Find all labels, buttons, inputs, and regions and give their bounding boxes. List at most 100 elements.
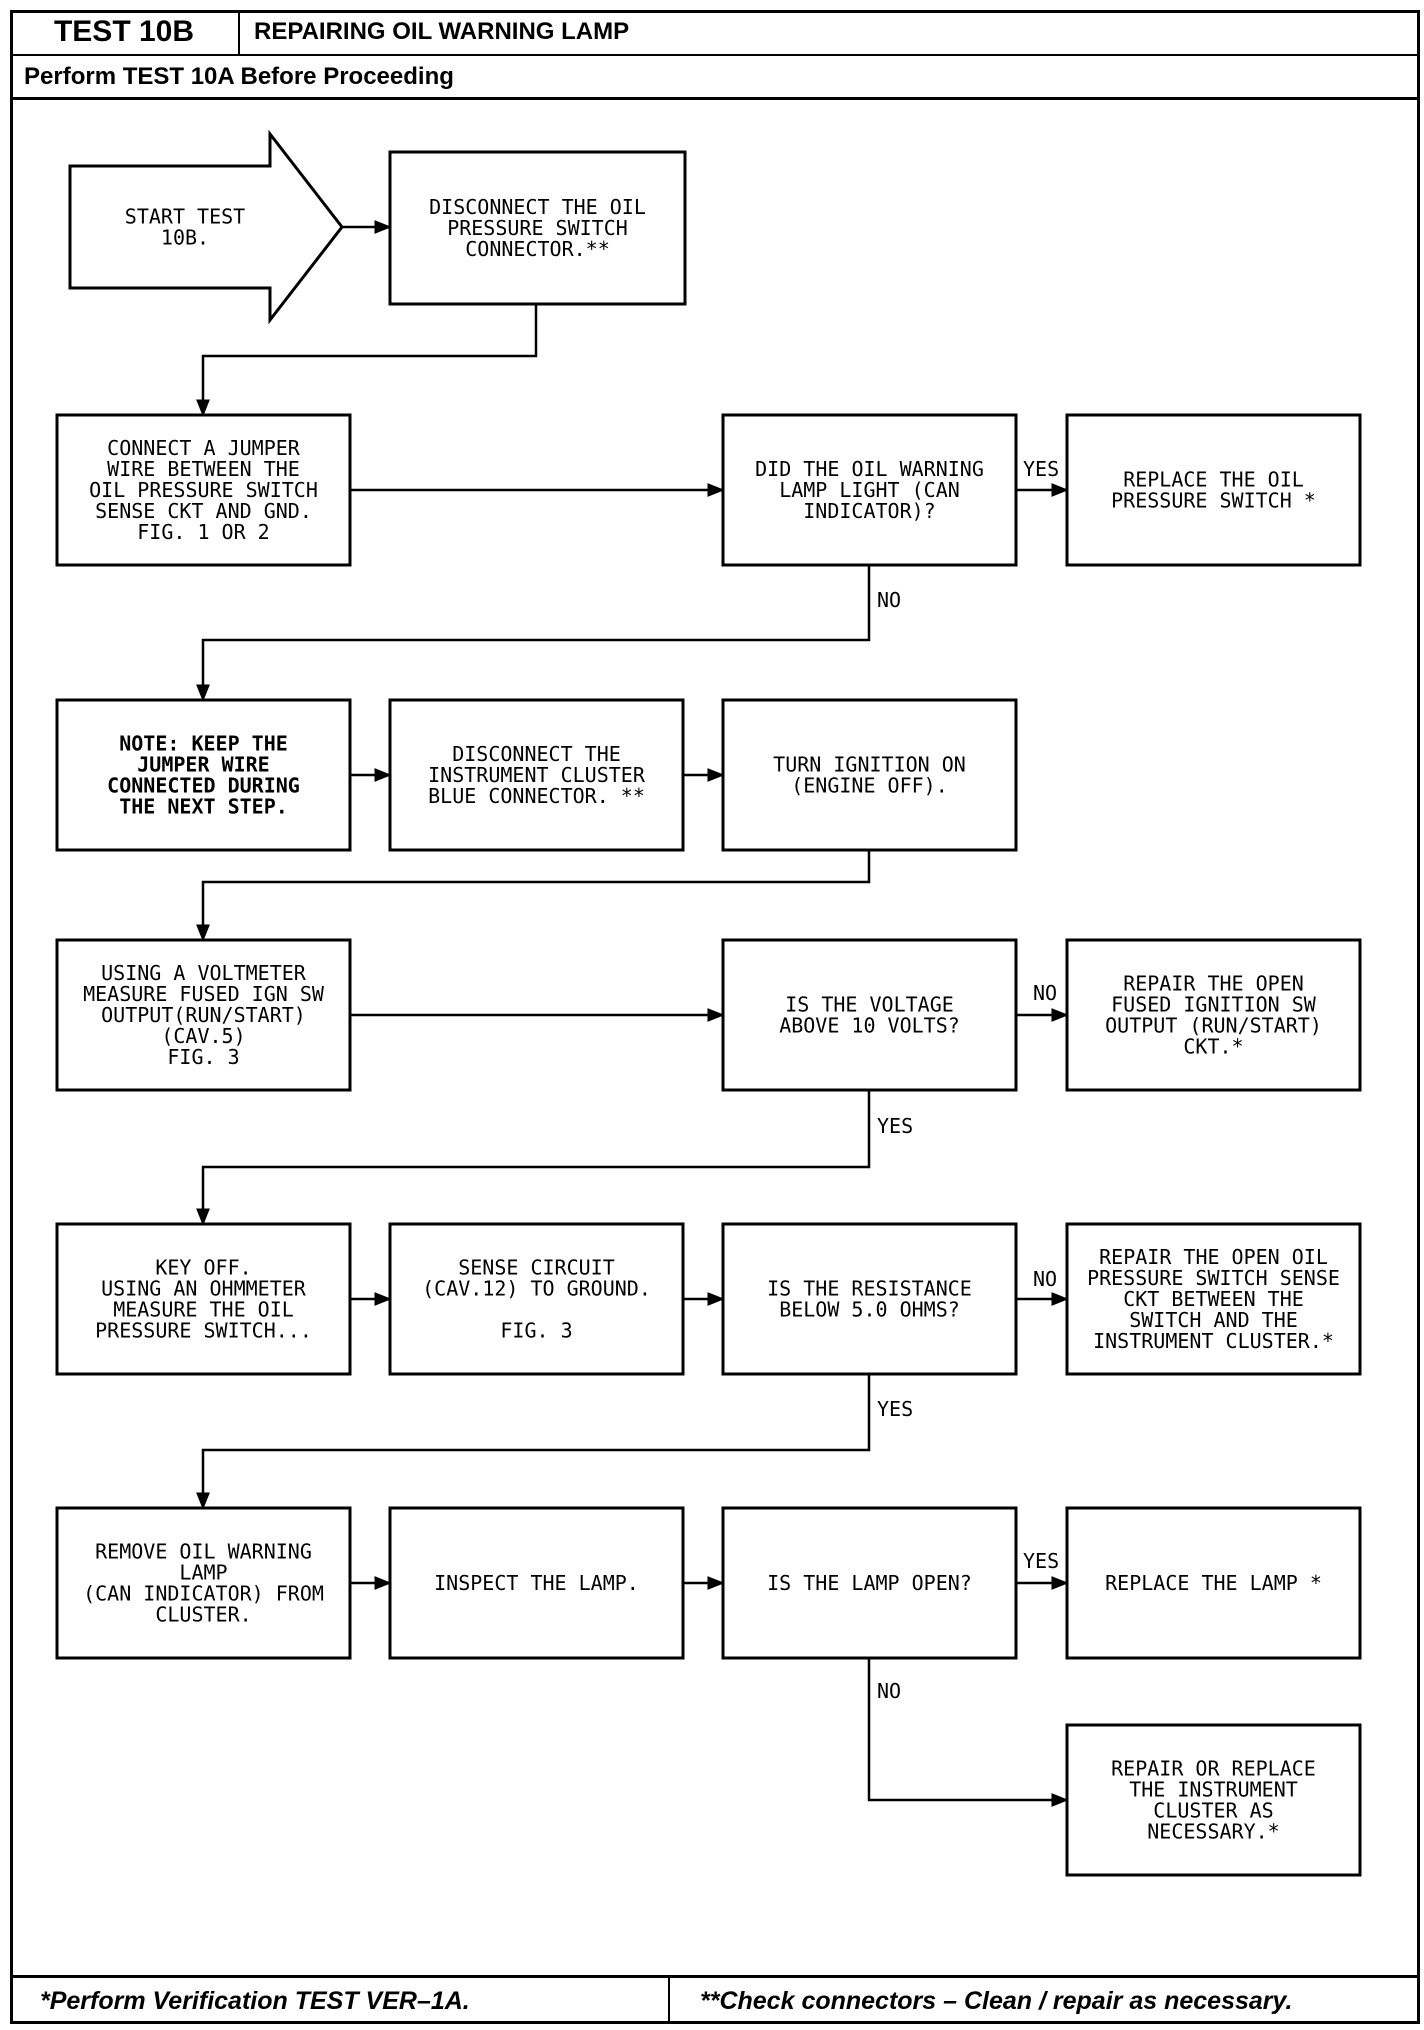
step-text-line: USING A VOLTMETER — [101, 961, 307, 985]
label-no-voltage: NO — [1033, 981, 1057, 1005]
step-box — [55, 1222, 352, 1376]
step-text-line: FUSED IGNITION SW — [1111, 993, 1317, 1017]
step-box — [1065, 1723, 1362, 1877]
step-turn-ignition-on: TURN IGNITION ON(ENGINE OFF). — [721, 698, 1018, 852]
arrow-resistance-yes — [196, 1374, 871, 1510]
step-inspect-lamp: INSPECT THE LAMP. — [388, 1506, 685, 1660]
step-box — [388, 698, 685, 852]
step-text-line: CLUSTER. — [155, 1603, 251, 1627]
step-text-line: LAMP LIGHT (CAN — [779, 478, 960, 502]
step-text-line: 10B. — [161, 226, 209, 250]
step-text-line: REPLACE THE OIL — [1123, 468, 1304, 492]
step-text-line: CONNECTOR.** — [465, 237, 610, 261]
label-no-resistance: NO — [1033, 1267, 1057, 1291]
step-text-line: PRESSURE SWITCH... — [95, 1319, 312, 1343]
step-box — [721, 413, 1018, 567]
step-text-line: LAMP — [179, 1561, 227, 1585]
step-text-line: CLUSTER AS — [1153, 1799, 1273, 1823]
label-no-lamp-open: NO — [877, 1679, 901, 1703]
step-text-line: IS THE LAMP OPEN? — [767, 1571, 972, 1595]
step-text-line: CKT BETWEEN THE — [1123, 1287, 1304, 1311]
step-text-line: MEASURE FUSED IGN SW — [83, 982, 325, 1006]
step-text-line: CONNECTED DURING — [107, 774, 300, 798]
step-text-line: (CAV.12) TO GROUND. — [422, 1277, 651, 1301]
arrow-lamp-open-no — [867, 1658, 1069, 1807]
start-arrow-shape — [68, 129, 344, 325]
step-box — [1065, 413, 1362, 567]
step-box — [55, 938, 352, 1092]
step-text-line: PRESSURE SWITCH SENSE — [1087, 1266, 1340, 1290]
page-frame — [10, 10, 1420, 2024]
step-replace-lamp: REPLACE THE LAMP * — [1065, 1506, 1362, 1660]
step-text-line: DID THE OIL WARNING — [755, 457, 984, 481]
step-text-line: START TEST — [125, 205, 245, 229]
step-text-line: PRESSURE SWITCH — [447, 216, 628, 240]
step-text-line: SENSE CKT AND GND. — [95, 499, 312, 523]
label-yes-lamp-light: YES — [1023, 457, 1059, 481]
connectors — [196, 220, 1069, 1807]
label-yes-lamp-open: YES — [1023, 1549, 1059, 1573]
step-text-line: IS THE RESISTANCE — [767, 1277, 972, 1301]
step-box — [55, 698, 352, 852]
step-text-line: REPAIR THE OPEN OIL — [1099, 1245, 1328, 1269]
step-text-line: REPAIR THE OPEN — [1123, 972, 1304, 996]
step-box — [1065, 1222, 1362, 1376]
label-no-lamp-light: NO — [877, 588, 901, 612]
step-text-line: ABOVE 10 VOLTS? — [779, 1014, 960, 1038]
step-box — [1065, 1506, 1362, 1660]
step-text-line: SENSE CIRCUIT — [458, 1256, 615, 1280]
step-text-line: BLUE CONNECTOR. ** — [428, 784, 645, 808]
step-text-line: OUTPUT(RUN/START) — [101, 1003, 306, 1027]
test-id: TEST 10B — [10, 10, 240, 54]
label-yes-voltage: YES — [877, 1114, 913, 1138]
step-text-line: FIG. 3 — [500, 1319, 572, 1343]
arrow-lamp-no — [196, 565, 871, 702]
step-box — [721, 1222, 1018, 1376]
step-text-line: INSTRUMENT CLUSTER — [428, 763, 646, 787]
step-text-line: IS THE VOLTAGE — [785, 993, 954, 1017]
step-text-line: SWITCH AND THE — [1129, 1308, 1298, 1332]
footer: *Perform Verification TEST VER–1A. **Che… — [10, 1975, 1420, 2024]
label-yes-resistance: YES — [877, 1397, 913, 1421]
step-text-line: (CAN INDICATOR) FROM — [83, 1582, 324, 1606]
step-text-line: REMOVE OIL WARNING — [95, 1540, 312, 1564]
step-text-line: OUTPUT (RUN/START) — [1105, 1014, 1322, 1038]
step-text-line: INSTRUMENT CLUSTER.* — [1093, 1329, 1334, 1353]
footer-connector-note: **Check connectors – Clean / repair as n… — [700, 1987, 1293, 2015]
step-box — [388, 150, 687, 306]
step-text-line: THE INSTRUMENT — [1129, 1778, 1298, 1802]
test-subtitle: Perform TEST 10A Before Proceeding — [10, 56, 1420, 100]
step-text-line: WIRE BETWEEN THE — [107, 457, 300, 481]
step-text-line: MEASURE THE OIL — [113, 1298, 294, 1322]
step-text-line: REPLACE THE LAMP * — [1105, 1571, 1322, 1595]
step-text-line: CONNECT A JUMPER — [107, 436, 301, 460]
step-box — [388, 1222, 685, 1376]
step-text-line: BELOW 5.0 OHMS? — [779, 1298, 960, 1322]
step-box — [388, 1506, 685, 1660]
step-box — [55, 1506, 352, 1660]
step-text-line: OIL PRESSURE SWITCH — [89, 478, 318, 502]
arrow-ignition-to-measure — [196, 850, 871, 942]
step-text-line: USING AN OHMMETER — [101, 1277, 307, 1301]
test-title: REPAIRING OIL WARNING LAMP — [254, 18, 630, 45]
step-text-line: NOTE: KEEP THE — [119, 732, 288, 756]
step-text-line: CKT.* — [1183, 1035, 1243, 1059]
step-text-line: (ENGINE OFF). — [791, 774, 948, 798]
step-text-line: INDICATOR)? — [803, 499, 935, 523]
step-text-line: KEY OFF. — [155, 1256, 251, 1280]
step-text-line: DISCONNECT THE — [452, 742, 621, 766]
header-bar: TEST 10B REPAIRING OIL WARNING LAMP — [10, 10, 1420, 56]
step-box — [721, 938, 1018, 1092]
